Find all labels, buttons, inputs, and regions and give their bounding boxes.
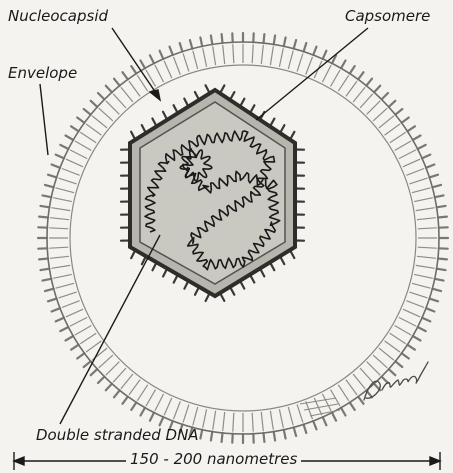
- label-envelope: Envelope: [8, 66, 77, 81]
- envelope-leader: [40, 84, 48, 155]
- label-nucleocapsid: Nucleocapsid: [8, 9, 108, 24]
- artist-signature: [360, 356, 432, 410]
- label-capsomere: Capsomere: [345, 9, 430, 24]
- label-scale-bar: 150 - 200 nanometres: [126, 452, 301, 467]
- signature-hatching: [300, 398, 340, 416]
- dna-leader: [60, 235, 160, 424]
- nucleocapsid-arrowhead: [150, 90, 160, 100]
- label-double-stranded-dna: Double stranded DNA: [36, 428, 199, 443]
